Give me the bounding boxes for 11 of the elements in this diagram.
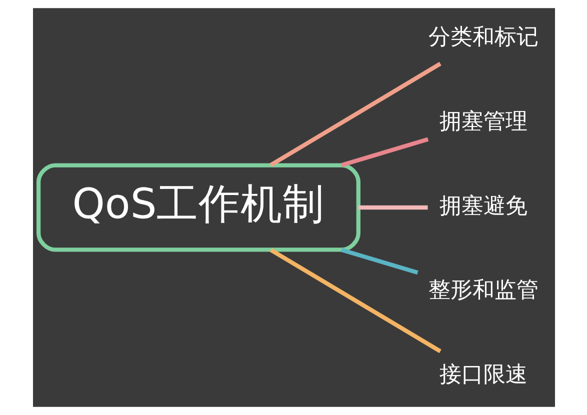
node-text: 整形和监管 (428, 277, 538, 304)
node-text: 拥塞避免 (439, 192, 528, 219)
connector (269, 248, 441, 354)
connector (358, 205, 428, 210)
node-text: 分类和标记 (428, 24, 538, 50)
node-text: 拥塞管理 (439, 108, 528, 134)
connector (340, 137, 428, 168)
connector (340, 248, 418, 275)
node-text: 接口限速 (439, 362, 528, 388)
node-box: QoS工作机制 (36, 163, 360, 252)
connector (269, 62, 441, 167)
